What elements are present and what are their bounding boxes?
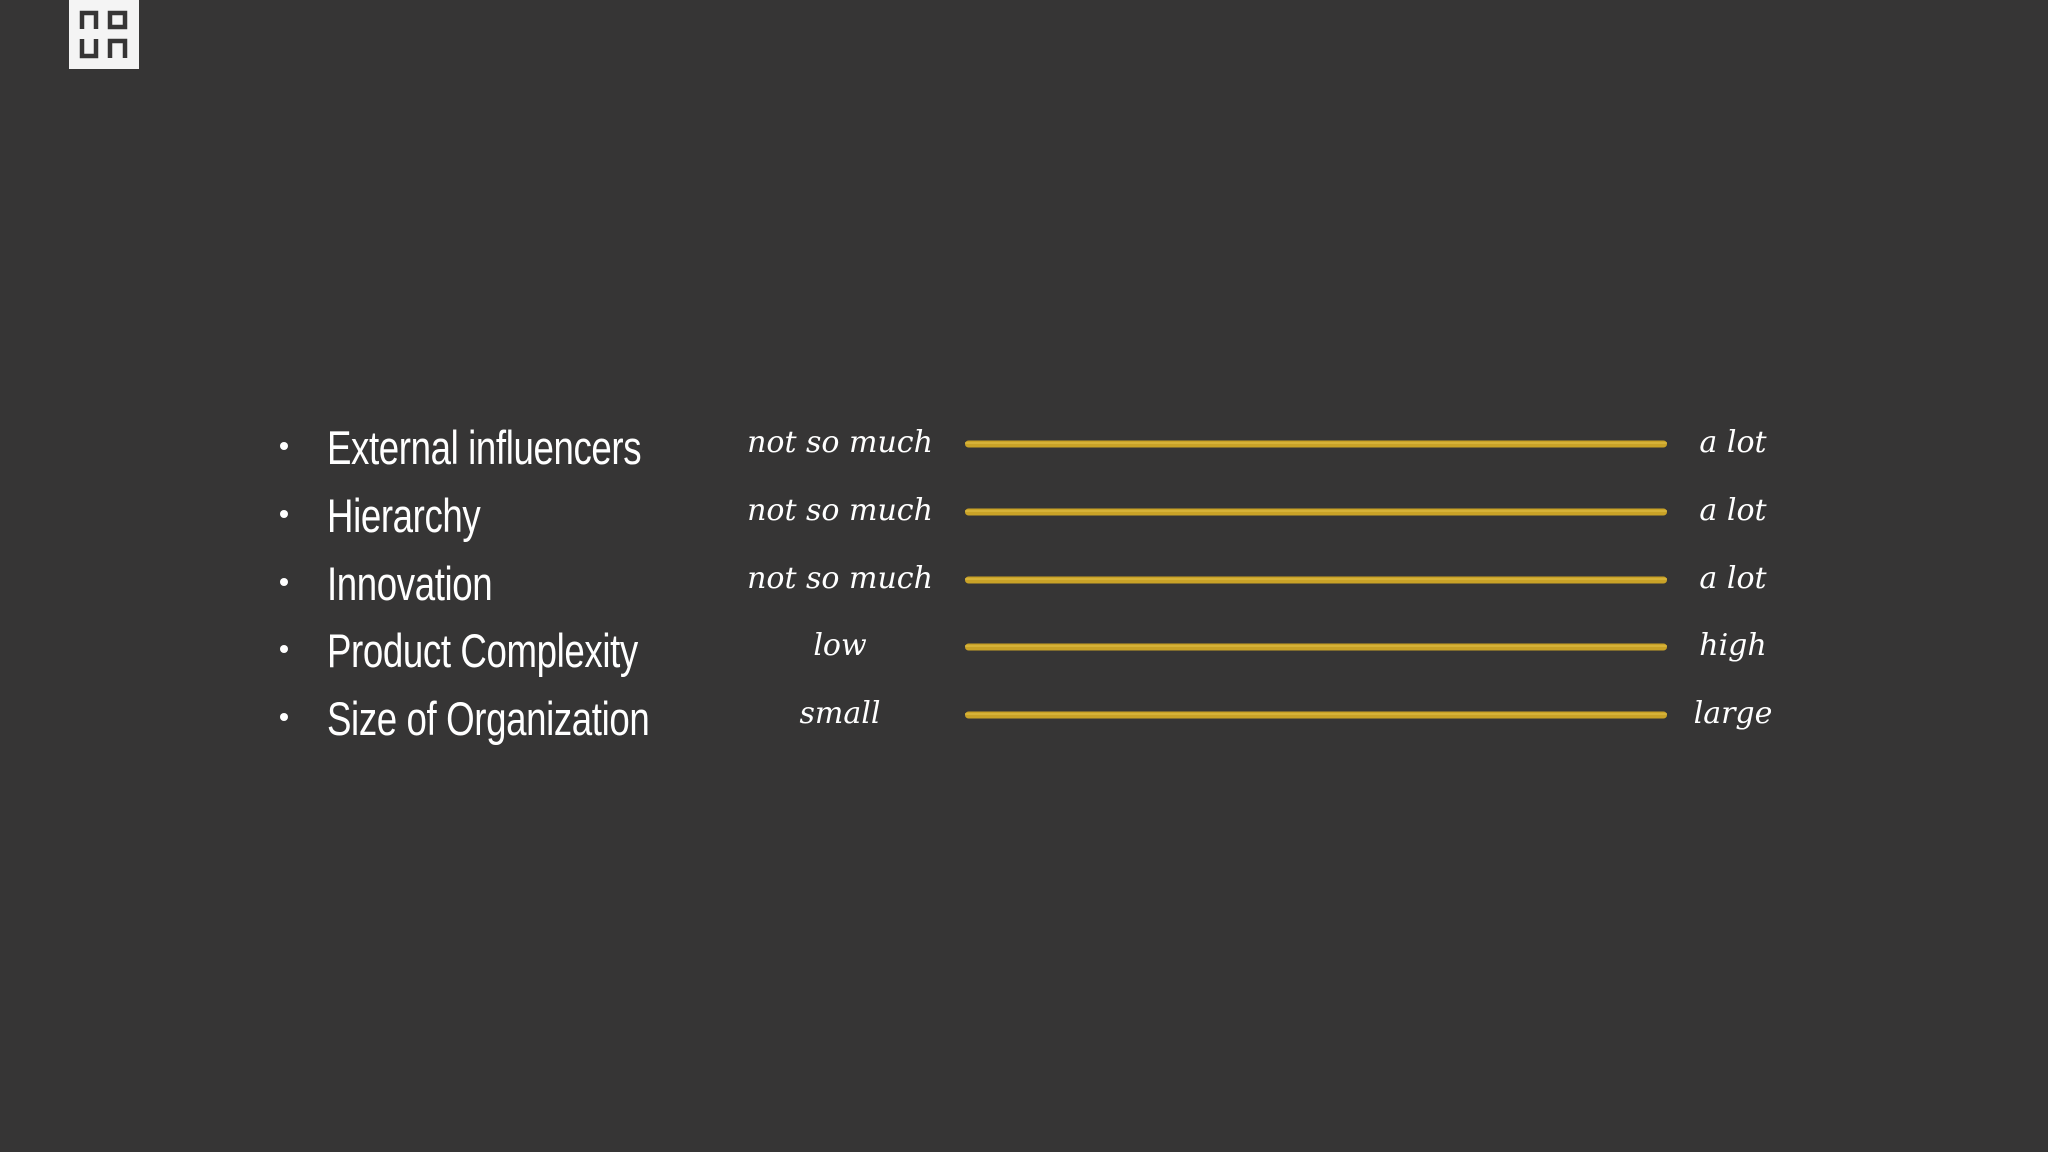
scale-line xyxy=(965,643,1667,651)
row-label: Hierarchy xyxy=(327,489,481,542)
row-label: Innovation xyxy=(327,557,493,610)
scale-row-innovation: Innovation not so much a lot xyxy=(0,552,2048,616)
scale-high-label: a lot xyxy=(1699,561,1767,596)
bullet-dot xyxy=(280,645,288,653)
scale-low-label: small xyxy=(799,696,881,731)
bullet-dot xyxy=(280,510,288,518)
bullet-dot xyxy=(280,713,288,721)
scale-line xyxy=(965,440,1667,448)
bullet-dot xyxy=(280,442,288,450)
scale-row-size-of-organization: Size of Organization small large xyxy=(0,687,2048,751)
scale-line xyxy=(965,508,1667,516)
bullet-dot xyxy=(280,578,288,586)
scale-row-product-complexity: Product Complexity low high xyxy=(0,619,2048,683)
scale-line xyxy=(965,711,1667,719)
scale-high-label: a lot xyxy=(1699,425,1767,460)
scale-row-hierarchy: Hierarchy not so much a lot xyxy=(0,484,2048,548)
noun-logo-icon xyxy=(69,0,139,69)
scale-high-label: large xyxy=(1693,696,1773,731)
scale-low-label: low xyxy=(813,628,867,663)
row-label: Product Complexity xyxy=(327,624,638,677)
scale-low-label: not so much xyxy=(747,425,933,460)
scale-line xyxy=(965,576,1667,584)
row-label: External influencers xyxy=(327,421,642,474)
scale-low-label: not so much xyxy=(747,493,933,528)
scale-row-external-influencers: External influencers not so much a lot xyxy=(0,416,2048,480)
scale-high-label: a lot xyxy=(1699,493,1767,528)
row-label: Size of Organization xyxy=(327,692,650,745)
noun-logo-glyph xyxy=(79,10,128,59)
scale-low-label: not so much xyxy=(747,561,933,596)
scale-high-label: high xyxy=(1699,628,1767,663)
